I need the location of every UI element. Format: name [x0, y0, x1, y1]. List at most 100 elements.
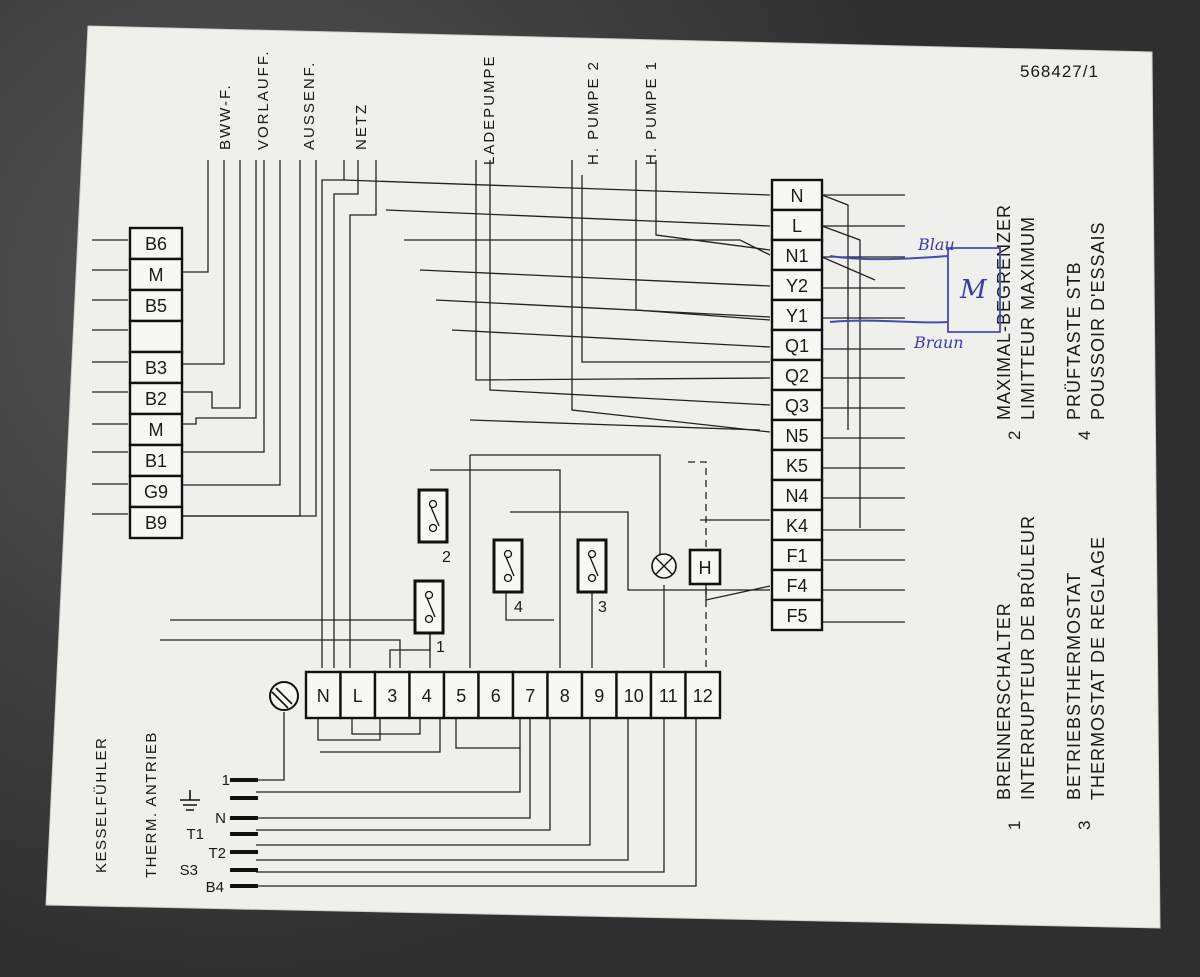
right-terminal-label: Y1 [786, 306, 808, 326]
wire [256, 718, 665, 873]
wire [256, 718, 697, 887]
left-terminal-label: B2 [145, 389, 167, 409]
legend-line1: PRÜFTASTE STB [1064, 261, 1084, 420]
wire [182, 160, 225, 365]
document-number: 568427/1 [1020, 62, 1099, 81]
pen-wire [829, 255, 949, 324]
operating-thermostat [576, 538, 608, 594]
right-terminal-label: Q1 [785, 336, 809, 356]
hour-counter-box [688, 548, 722, 586]
wire [505, 590, 554, 621]
left-terminal-label: B1 [145, 451, 167, 471]
top-label: BWW-F. [217, 83, 234, 150]
bottom-terminal-label: 7 [525, 686, 535, 706]
top-label: NETZ [353, 103, 370, 150]
legend-line2: POUSSOIR D'ESSAIS [1088, 222, 1108, 421]
right-terminal [770, 328, 824, 362]
wire [455, 718, 521, 749]
plug-label: B4 [206, 879, 224, 896]
left-terminal-label: M [149, 420, 164, 440]
wire [256, 718, 629, 861]
component-number: 3 [598, 599, 607, 616]
wire [182, 160, 265, 453]
pen-blue-label: Blau [917, 235, 955, 254]
left-terminal [128, 319, 184, 354]
wire [635, 160, 771, 321]
wire [419, 269, 771, 287]
bottom-terminal-label: 11 [659, 686, 678, 706]
paper-sheet [45, 25, 1161, 929]
component-number: 1 [436, 639, 445, 656]
top-label: H. PUMPE 1 [643, 60, 660, 165]
wire [590, 511, 770, 591]
right-terminal-label: F5 [786, 606, 807, 626]
bottom-terminal [684, 670, 722, 720]
right-terminal-label: N4 [785, 486, 808, 506]
bottom-terminal [442, 670, 480, 720]
wire [343, 179, 771, 196]
legend-number: 3 [1075, 821, 1094, 830]
wire [256, 718, 531, 819]
bottom-terminal-label: 8 [560, 686, 570, 706]
left-terminal [128, 381, 184, 416]
pen-motor-label: M [959, 275, 988, 305]
wire [182, 160, 281, 486]
left-terminal [128, 505, 184, 540]
wire [475, 160, 771, 381]
wire [182, 160, 241, 409]
right-terminal [770, 538, 824, 572]
left-terminal-label: G9 [144, 482, 168, 502]
right-terminal [770, 568, 824, 602]
wire [821, 225, 861, 528]
right-terminal-label: F4 [786, 576, 807, 596]
legend-number: 4 [1075, 431, 1094, 440]
wire [256, 748, 521, 793]
left-terminal-label: M [149, 265, 164, 285]
right-terminal-label: Y2 [786, 276, 808, 296]
wire [489, 160, 771, 406]
left-terminal-label: B5 [145, 296, 167, 316]
max-limiter-switch [417, 488, 449, 544]
wire [385, 209, 771, 227]
wire [821, 256, 876, 281]
wire [435, 299, 771, 318]
wire [571, 160, 771, 433]
right-terminal-label: Q2 [785, 366, 809, 386]
wire [821, 194, 849, 430]
left-terminal [128, 350, 184, 385]
wire [351, 718, 421, 735]
bottom-terminal-label: 6 [491, 686, 501, 706]
component-number: 2 [442, 549, 451, 566]
bottom-terminal [373, 670, 411, 720]
right-terminal [770, 448, 824, 482]
plug-label: T1 [186, 826, 204, 843]
wire [451, 329, 771, 348]
test-button-stb [492, 538, 524, 594]
ground-screw-icon [269, 681, 299, 711]
right-terminal [770, 418, 824, 452]
bottom-terminal-label: 9 [594, 686, 604, 706]
bottom-terminal-label: 5 [456, 686, 466, 706]
bottom-terminal-label: 3 [387, 686, 397, 706]
legend-number: 1 [1005, 821, 1024, 830]
plug-label: S3 [180, 862, 198, 879]
right-terminal [770, 388, 824, 422]
plug-label: T2 [208, 845, 226, 862]
bottom-terminal [649, 670, 687, 720]
dashed-link [688, 461, 707, 668]
left-terminal-label: B9 [145, 513, 167, 533]
wire [182, 160, 209, 273]
wire [320, 718, 441, 753]
left-terminal [128, 257, 184, 292]
right-terminal [770, 208, 824, 242]
pen-brown-label: Braun [913, 333, 964, 352]
top-label: LADEPUMPE [481, 54, 498, 165]
legend-line2: LIMITTEUR MAXIMUM [1018, 216, 1038, 420]
wire [389, 630, 431, 668]
